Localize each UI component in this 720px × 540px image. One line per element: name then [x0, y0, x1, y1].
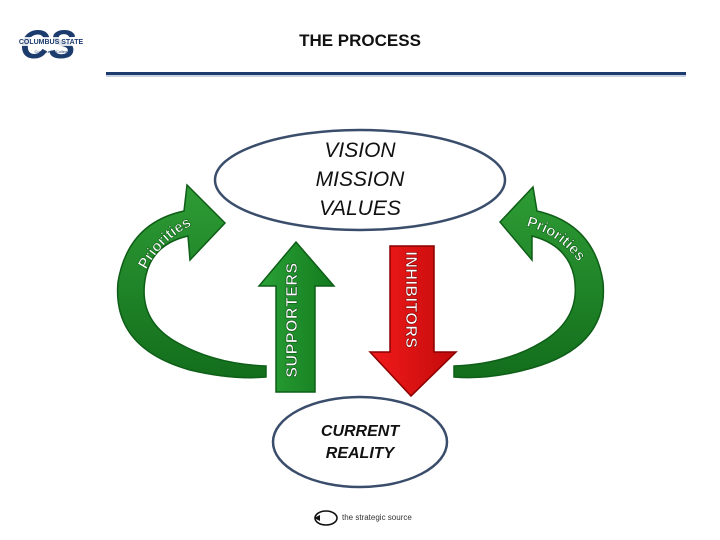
page-title: THE PROCESS [299, 31, 421, 50]
columbus-state-logo: CS COLUMBUS STATE Community College [18, 23, 84, 66]
reality-line: REALITY [325, 445, 395, 462]
supporters-label: SUPPORTERS [284, 262, 302, 378]
logo-subtext: Community College [35, 49, 71, 54]
strategic-source-logo [314, 510, 338, 526]
values-line: VALUES [319, 197, 401, 220]
current-reality-ellipse [271, 395, 449, 489]
current-reality-text: CURRENT REALITY [290, 421, 430, 465]
vision-ellipse [213, 128, 507, 232]
title-divider [106, 72, 686, 75]
current-line: CURRENT [320, 423, 400, 440]
logo-text: COLUMBUS STATE [19, 39, 84, 46]
left-priorities-loop-arrow: Priorities [116, 183, 267, 379]
inhibitors-down-arrow [368, 245, 458, 398]
inhibitors-label: INHIBITORS [402, 251, 420, 349]
footer-text: the strategic source [342, 513, 412, 522]
supporters-up-arrow [257, 240, 336, 393]
right-priorities-loop-arrow: Priorities [453, 185, 605, 379]
title-divider-shadow [106, 75, 686, 77]
vision-mission-values-text: VISION MISSION VALUES [260, 136, 460, 223]
vision-line: VISION [324, 139, 396, 162]
mission-line: MISSION [315, 168, 405, 191]
